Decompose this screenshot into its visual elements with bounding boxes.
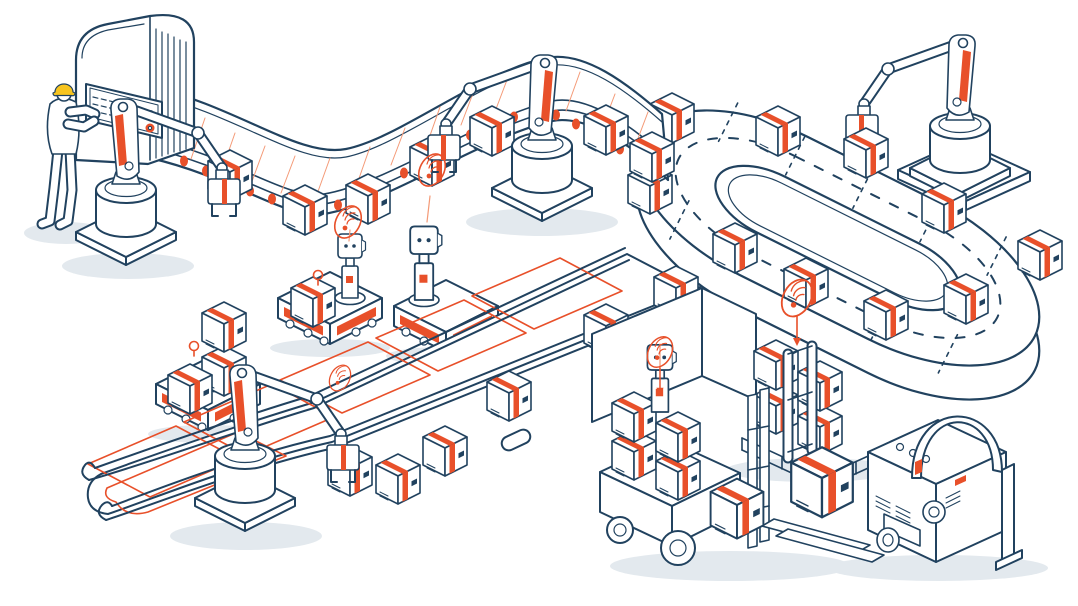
parcel-box <box>611 391 657 443</box>
parcel-box <box>709 477 765 540</box>
parcel-box <box>655 411 701 463</box>
parcel-box <box>201 301 247 353</box>
parcel-box <box>375 453 421 505</box>
worker-at-control-panel <box>24 83 108 244</box>
machine-window <box>883 513 921 547</box>
parcel-box <box>583 104 629 156</box>
strapping-arch <box>911 415 1003 524</box>
arm-shadow <box>62 253 194 279</box>
parcel-box <box>422 425 468 477</box>
location-pin <box>188 340 200 357</box>
lift-mast <box>782 340 818 464</box>
parcel-box <box>486 370 532 422</box>
agv-robot <box>269 200 391 358</box>
autonomous-forklift <box>599 331 885 581</box>
agv-robot <box>385 148 507 366</box>
parcel-box <box>469 105 515 157</box>
parcel-box <box>282 184 328 236</box>
parcel-box-on-forks <box>790 446 854 519</box>
rail-end-cap <box>500 428 532 452</box>
loop-conveyor <box>607 71 1069 439</box>
parcel-box <box>797 360 843 412</box>
forklift-wheels <box>606 516 696 566</box>
hard-hat <box>52 83 76 97</box>
forklift-forks <box>761 518 885 563</box>
machine-legs <box>876 463 1023 571</box>
grille <box>875 490 961 524</box>
machine-accent <box>955 475 966 486</box>
parcel-box <box>290 276 336 328</box>
arm-shadow <box>170 522 322 550</box>
forklift-shadow <box>610 551 850 581</box>
strapping-machine <box>774 273 1048 581</box>
parcel-box-in-gripper <box>843 127 889 179</box>
parcel-box <box>712 222 758 274</box>
loop-guide-dashed-line <box>655 110 1022 366</box>
gear-icon-center <box>147 125 153 131</box>
parcel-box <box>863 289 909 341</box>
parcel-box <box>921 182 967 234</box>
parcel-box <box>629 131 675 183</box>
ramp-foot-marking <box>104 431 287 515</box>
serpentine-conveyor <box>148 55 675 236</box>
parcel-box <box>1017 229 1063 281</box>
parcel-box <box>167 363 213 415</box>
parcel-box <box>943 273 989 325</box>
parcel-box <box>755 105 801 157</box>
parcel-box <box>345 173 391 225</box>
ramp-rails <box>81 247 705 521</box>
belt-far-inner-line <box>149 64 663 159</box>
